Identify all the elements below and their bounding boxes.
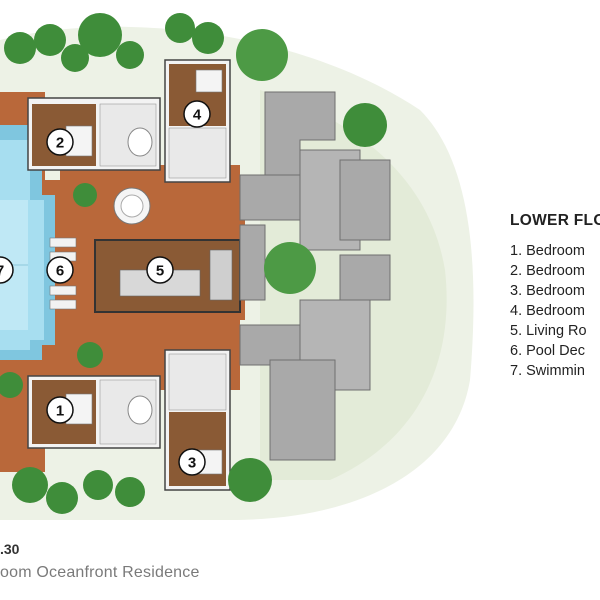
- bedroom-3-block: [164, 349, 231, 491]
- legend-item: 4. Bedroom: [510, 303, 585, 319]
- legend-item: 2. Bedroom: [510, 263, 585, 279]
- living-room-block: [94, 239, 241, 313]
- service-wing: [239, 91, 391, 461]
- legend-item: 1. Bedroom: [510, 243, 585, 259]
- dining-table: [113, 187, 151, 225]
- legend-item: 3. Bedroom: [510, 283, 585, 299]
- legend-list: 1. Bedroom 2. Bedroom 3. Bedroom 4. Bedr…: [510, 241, 600, 381]
- trees: [0, 13, 387, 514]
- sun-loungers: [49, 237, 77, 310]
- legend-item: 7. Swimmin: [510, 363, 585, 379]
- svg-text:2: 2: [56, 135, 64, 152]
- marker-5: 5: [146, 256, 174, 284]
- legend-title: LOWER FLO: [510, 212, 600, 229]
- plan-title: oom Oceanfront Residence: [0, 564, 200, 581]
- marker-4: 4: [183, 100, 211, 128]
- svg-text:6: 6: [56, 263, 64, 280]
- marker-3: 3: [178, 448, 206, 476]
- legend: LOWER FLO 1. Bedroom 2. Bedroom 3. Bedro…: [510, 212, 600, 381]
- marker-7: 7: [0, 256, 14, 284]
- swimming-pool: [0, 125, 55, 360]
- bedroom-2-block: [27, 97, 161, 171]
- marker-2: 2: [46, 128, 74, 156]
- svg-text:5: 5: [156, 263, 164, 280]
- svg-text:4: 4: [193, 107, 202, 124]
- svg-text:7: 7: [0, 263, 4, 280]
- legend-item: 6. Pool Dec: [510, 343, 585, 359]
- legend-item: 5. Living Ro: [510, 323, 587, 339]
- svg-text:3: 3: [188, 455, 196, 472]
- svg-text:1: 1: [56, 403, 64, 420]
- plan-code: .30: [0, 541, 20, 557]
- marker-1: 1: [46, 396, 74, 424]
- marker-6: 6: [46, 256, 74, 284]
